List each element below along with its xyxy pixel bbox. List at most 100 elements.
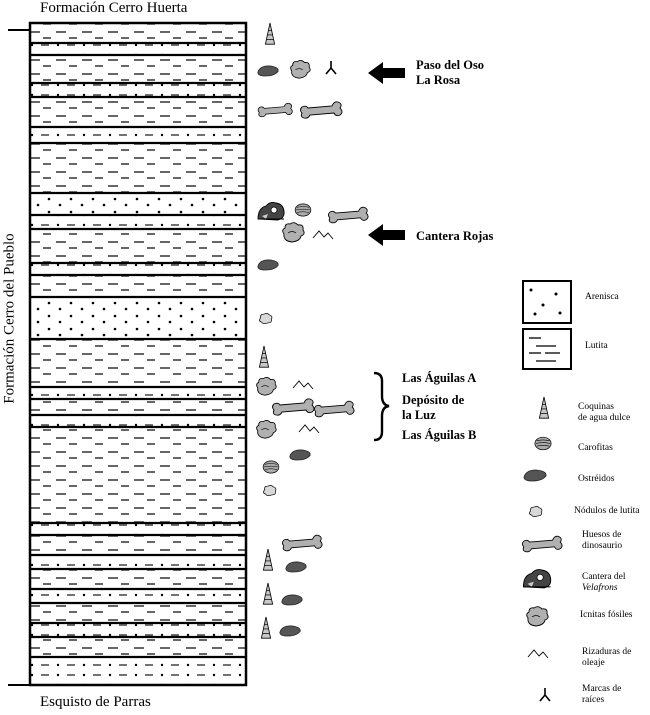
layer-mixed	[30, 127, 246, 143]
bone-icon	[257, 102, 293, 118]
layer-lutita	[30, 339, 246, 387]
oyster-icon	[279, 625, 301, 637]
layer-lutita	[30, 229, 246, 263]
coquina-icon	[260, 616, 272, 639]
layer-mixed	[30, 215, 246, 229]
ripple-marks-icon	[312, 230, 334, 240]
layer-lutita	[30, 399, 246, 415]
legend-label-rizaduras: Rizaduras de oleaje	[582, 647, 631, 669]
bone-icon	[272, 398, 315, 416]
layer-arenisca	[30, 297, 246, 339]
layer-lutita	[30, 275, 246, 297]
layer-mixed	[30, 657, 246, 685]
legend-label-icnitas: Icnitas fósiles	[580, 610, 633, 620]
layer-lutita	[30, 427, 246, 523]
oyster-icon	[285, 561, 307, 573]
column-outline	[28, 21, 248, 687]
layer-mixed	[30, 263, 246, 275]
annotation-aguilas-b: Las Águilas B	[402, 428, 477, 442]
legend-rizaduras-line1: Rizaduras de	[582, 647, 632, 657]
oyster-icon	[289, 449, 311, 461]
legend-rizaduras-line2: oleaje	[582, 658, 605, 668]
arrow-paso-del-oso-icon	[368, 62, 405, 84]
legend-velafrons-skull-icon	[522, 569, 552, 589]
legend-coquinas-line2: de agua dulce	[578, 413, 631, 423]
annotation-paso-del-oso: Paso del Oso La Rosa	[416, 58, 484, 88]
layer-lutita	[30, 637, 246, 657]
legend-velafrons-line1: Cantera del	[582, 572, 626, 582]
annotation-deposito-luz: Depósito de la Luz	[402, 393, 464, 423]
oyster-icon	[281, 594, 303, 606]
layer-boundaries	[30, 41, 246, 659]
coquina-icon	[262, 548, 274, 571]
legend-oyster-icon	[523, 469, 547, 482]
legend-label-marcas: Marcas de raíces	[582, 684, 621, 706]
legend-huesos-line1: Huesos de	[582, 530, 622, 540]
coquina-icon	[258, 345, 270, 368]
layer-mixed	[30, 623, 246, 637]
legend-arenisca-swatch	[522, 280, 572, 324]
bone-icon	[313, 400, 355, 418]
footprint-icon	[290, 60, 311, 79]
footprint-icon	[256, 377, 277, 396]
velafrons-skull-icon	[257, 201, 285, 221]
legend-label-cantera-velafrons: Cantera del Velafrons	[582, 572, 626, 594]
legend-root-marks-icon	[539, 687, 551, 702]
annotation-deposito-line2: la Luz	[402, 408, 436, 422]
coquina-icon	[264, 22, 276, 45]
root-marks-icon	[325, 60, 337, 75]
arrow-cantera-rojas-icon	[368, 224, 405, 246]
coquina-icon	[262, 582, 274, 605]
layer-lutita	[30, 97, 246, 127]
layer-arenisca	[30, 193, 246, 215]
legend-label-carofitas: Carofitas	[578, 443, 613, 453]
legend-label-coquinas: Coquinas de agua dulce	[578, 402, 630, 424]
layer-lutita	[30, 569, 246, 589]
legend-marcas-line1: Marcas de	[582, 684, 622, 694]
legend-coquina-icon	[538, 396, 550, 419]
oyster-icon	[257, 259, 279, 271]
legend	[521, 280, 572, 702]
charophyte-icon	[262, 460, 280, 474]
legend-marcas-line2: raíces	[582, 695, 605, 705]
legend-coquinas-line1: Coquinas	[578, 402, 614, 412]
legend-velafrons-line2: Velafrons	[582, 583, 618, 593]
stratigraphic-column	[8, 21, 248, 687]
shale-nodule-icon	[263, 484, 277, 497]
footprint-icon	[256, 420, 277, 439]
legend-lutita-swatch	[522, 328, 572, 370]
layer-lutita	[30, 535, 246, 555]
legend-shale-nodule-icon	[529, 505, 543, 518]
legend-label-lutita: Lutita	[585, 341, 608, 351]
charophyte-icon	[294, 203, 312, 217]
layer-mixed	[30, 83, 246, 97]
top-formation-label: Formación Cerro Huerta	[40, 0, 188, 16]
ripple-marks-icon	[292, 380, 314, 390]
ripple-marks-icon	[298, 424, 320, 434]
layer-mixed	[30, 387, 246, 399]
legend-label-ostreidos: Ostréidos	[578, 474, 615, 484]
layer-mixed	[30, 43, 246, 55]
bone-icon	[300, 101, 343, 119]
annotation-paso-line1: Paso del Oso	[416, 58, 485, 72]
layer-mixed	[30, 523, 246, 535]
layer-lutita	[30, 143, 246, 193]
fossil-markers	[256, 22, 369, 639]
legend-ripple-marks-icon	[527, 649, 549, 659]
legend-label-arenisca: Arenisca	[585, 292, 619, 302]
layer-lutita	[30, 55, 246, 83]
oyster-icon	[257, 65, 279, 77]
footprint-icon	[282, 222, 305, 243]
bone-icon	[327, 206, 369, 224]
bone-icon	[281, 534, 323, 552]
annotation-aguilas-a: Las Águilas A	[402, 371, 477, 385]
bottom-formation-label: Esquisto de Parras	[40, 694, 151, 710]
legend-label-nodulos: Nódulos de lutita	[574, 506, 640, 516]
brace-icon	[373, 371, 390, 442]
legend-bone-icon	[521, 535, 563, 553]
legend-charophyte-icon	[534, 436, 552, 451]
layer-mixed	[30, 415, 246, 427]
annotation-paso-line2: La Rosa	[416, 73, 461, 87]
legend-label-huesos: Huesos de dinosaurio	[582, 530, 622, 552]
